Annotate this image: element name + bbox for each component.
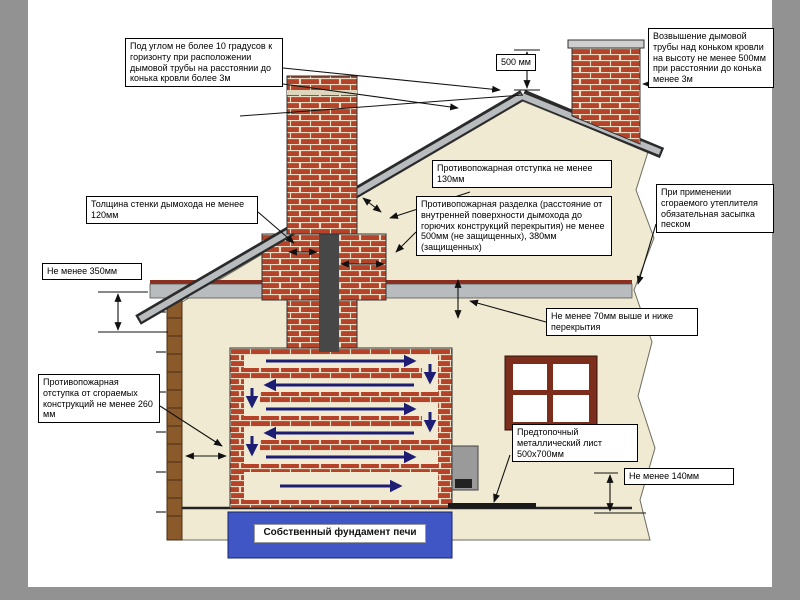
main-chimney <box>286 75 358 235</box>
ceiling-slab <box>149 280 633 299</box>
callout-metal-sheet: Предтопочный металлический лист 500х700м… <box>512 424 638 463</box>
callout-insulation-sand: При применении сгораемого утеплителя обя… <box>656 184 774 234</box>
slide-frame-left <box>0 0 28 600</box>
stove-door <box>451 445 479 491</box>
slide-frame-right <box>772 0 800 600</box>
slide-frame-bottom <box>28 587 772 600</box>
flue-gas-arrows <box>245 354 437 493</box>
callout-razdelka: Противопожарная разделка (расстояние от … <box>416 196 612 256</box>
callout-stove-foundation: Собственный фундамент печи <box>254 524 426 543</box>
callout-wall-thickness-120mm: Толщина стенки дымохода не менее 120мм <box>86 196 258 224</box>
angle-reference-line <box>239 94 524 117</box>
callout-angle-10deg: Под углом не более 10 градусов к горизон… <box>125 38 283 88</box>
callout-chimney-elevation: Возвышение дымовой трубы над коньком кро… <box>648 28 774 88</box>
callout-dim-500mm: 500 мм <box>496 54 536 71</box>
window <box>504 355 598 431</box>
metal-sheet <box>448 503 536 508</box>
callout-otstupka-260mm: Противопожарная отступка от сгораемых ко… <box>38 374 160 424</box>
callout-lines <box>98 49 657 514</box>
callout-otstupka-130mm: Противопожарная отступка не менее 130мм <box>432 160 612 188</box>
stove <box>229 347 453 509</box>
ridge-chimney <box>567 39 645 145</box>
callout-dim-70mm: Не менее 70мм выше и ниже перекрытия <box>546 308 698 336</box>
callout-dim-350mm: Не менее 350мм <box>42 263 142 280</box>
callout-dim-140mm: Не менее 140мм <box>624 468 734 485</box>
